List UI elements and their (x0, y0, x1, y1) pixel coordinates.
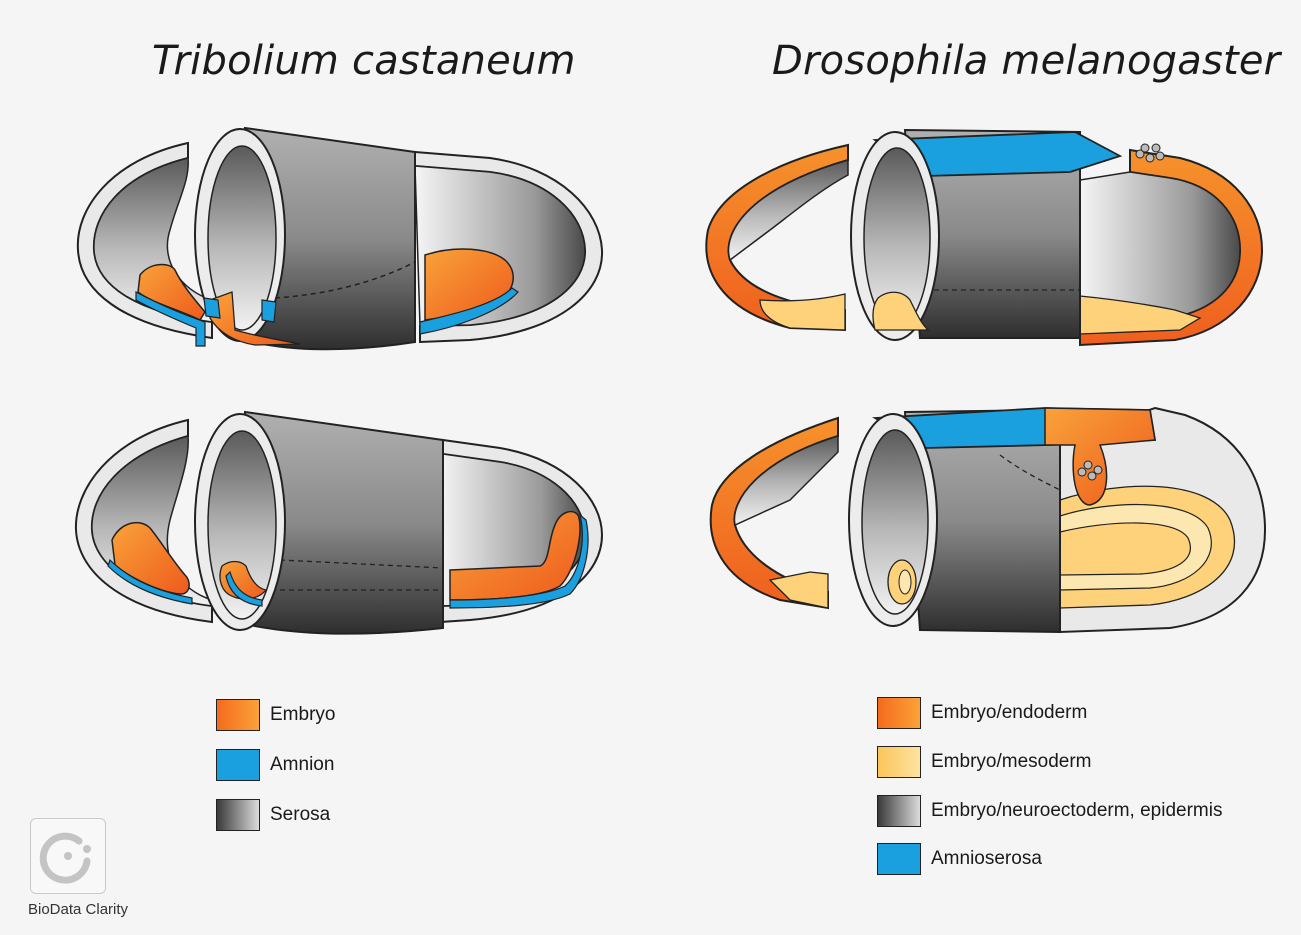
legend-item-amnioserosa: Amnioserosa (877, 843, 1042, 875)
logo-mark-icon (39, 832, 91, 884)
legend-label-neuroectoderm: Embryo/neuroectoderm, epidermis (931, 800, 1223, 821)
drosophila-stage-1 (705, 128, 1264, 347)
legend-item-neuroectoderm: Embryo/neuroectoderm, epidermis (877, 795, 1222, 827)
legend-swatch-mesoderm (877, 746, 921, 778)
legend-label-amnioserosa: Amnioserosa (931, 848, 1042, 869)
legend-label-mesoderm: Embryo/mesoderm (931, 751, 1092, 772)
legend-label-serosa: Serosa (270, 804, 331, 825)
legend-swatch-serosa (216, 799, 260, 831)
legend-item-amnion: Amnion (216, 749, 334, 781)
biodata-clarity-logo (30, 818, 106, 894)
legend-item-endoderm: Embryo/endoderm (877, 697, 1087, 729)
tribolium-stage-1 (76, 126, 604, 351)
tribolium-stage-2 (74, 410, 604, 635)
legend-label-endoderm: Embryo/endoderm (931, 702, 1088, 723)
legend-swatch-neuroectoderm (877, 795, 921, 827)
title-tribolium: Tribolium castaneum (152, 38, 576, 84)
legend-label-embryo: Embryo (270, 704, 336, 725)
legend-item-mesoderm: Embryo/mesoderm (877, 746, 1092, 778)
logo-text: BioData Clarity (28, 901, 129, 918)
legend-swatch-embryo (216, 699, 260, 731)
legend-item-embryo: Embryo (216, 699, 335, 731)
drosophila-stage-2 (709, 406, 1267, 634)
title-drosophila: Drosophila melanogaster (772, 38, 1281, 84)
legend-label-amnion: Amnion (270, 754, 335, 775)
legend-item-serosa: Serosa (216, 799, 330, 831)
legend-swatch-amnion (216, 749, 260, 781)
legend-swatch-amnioserosa (877, 843, 921, 875)
legend-swatch-endoderm (877, 697, 921, 729)
